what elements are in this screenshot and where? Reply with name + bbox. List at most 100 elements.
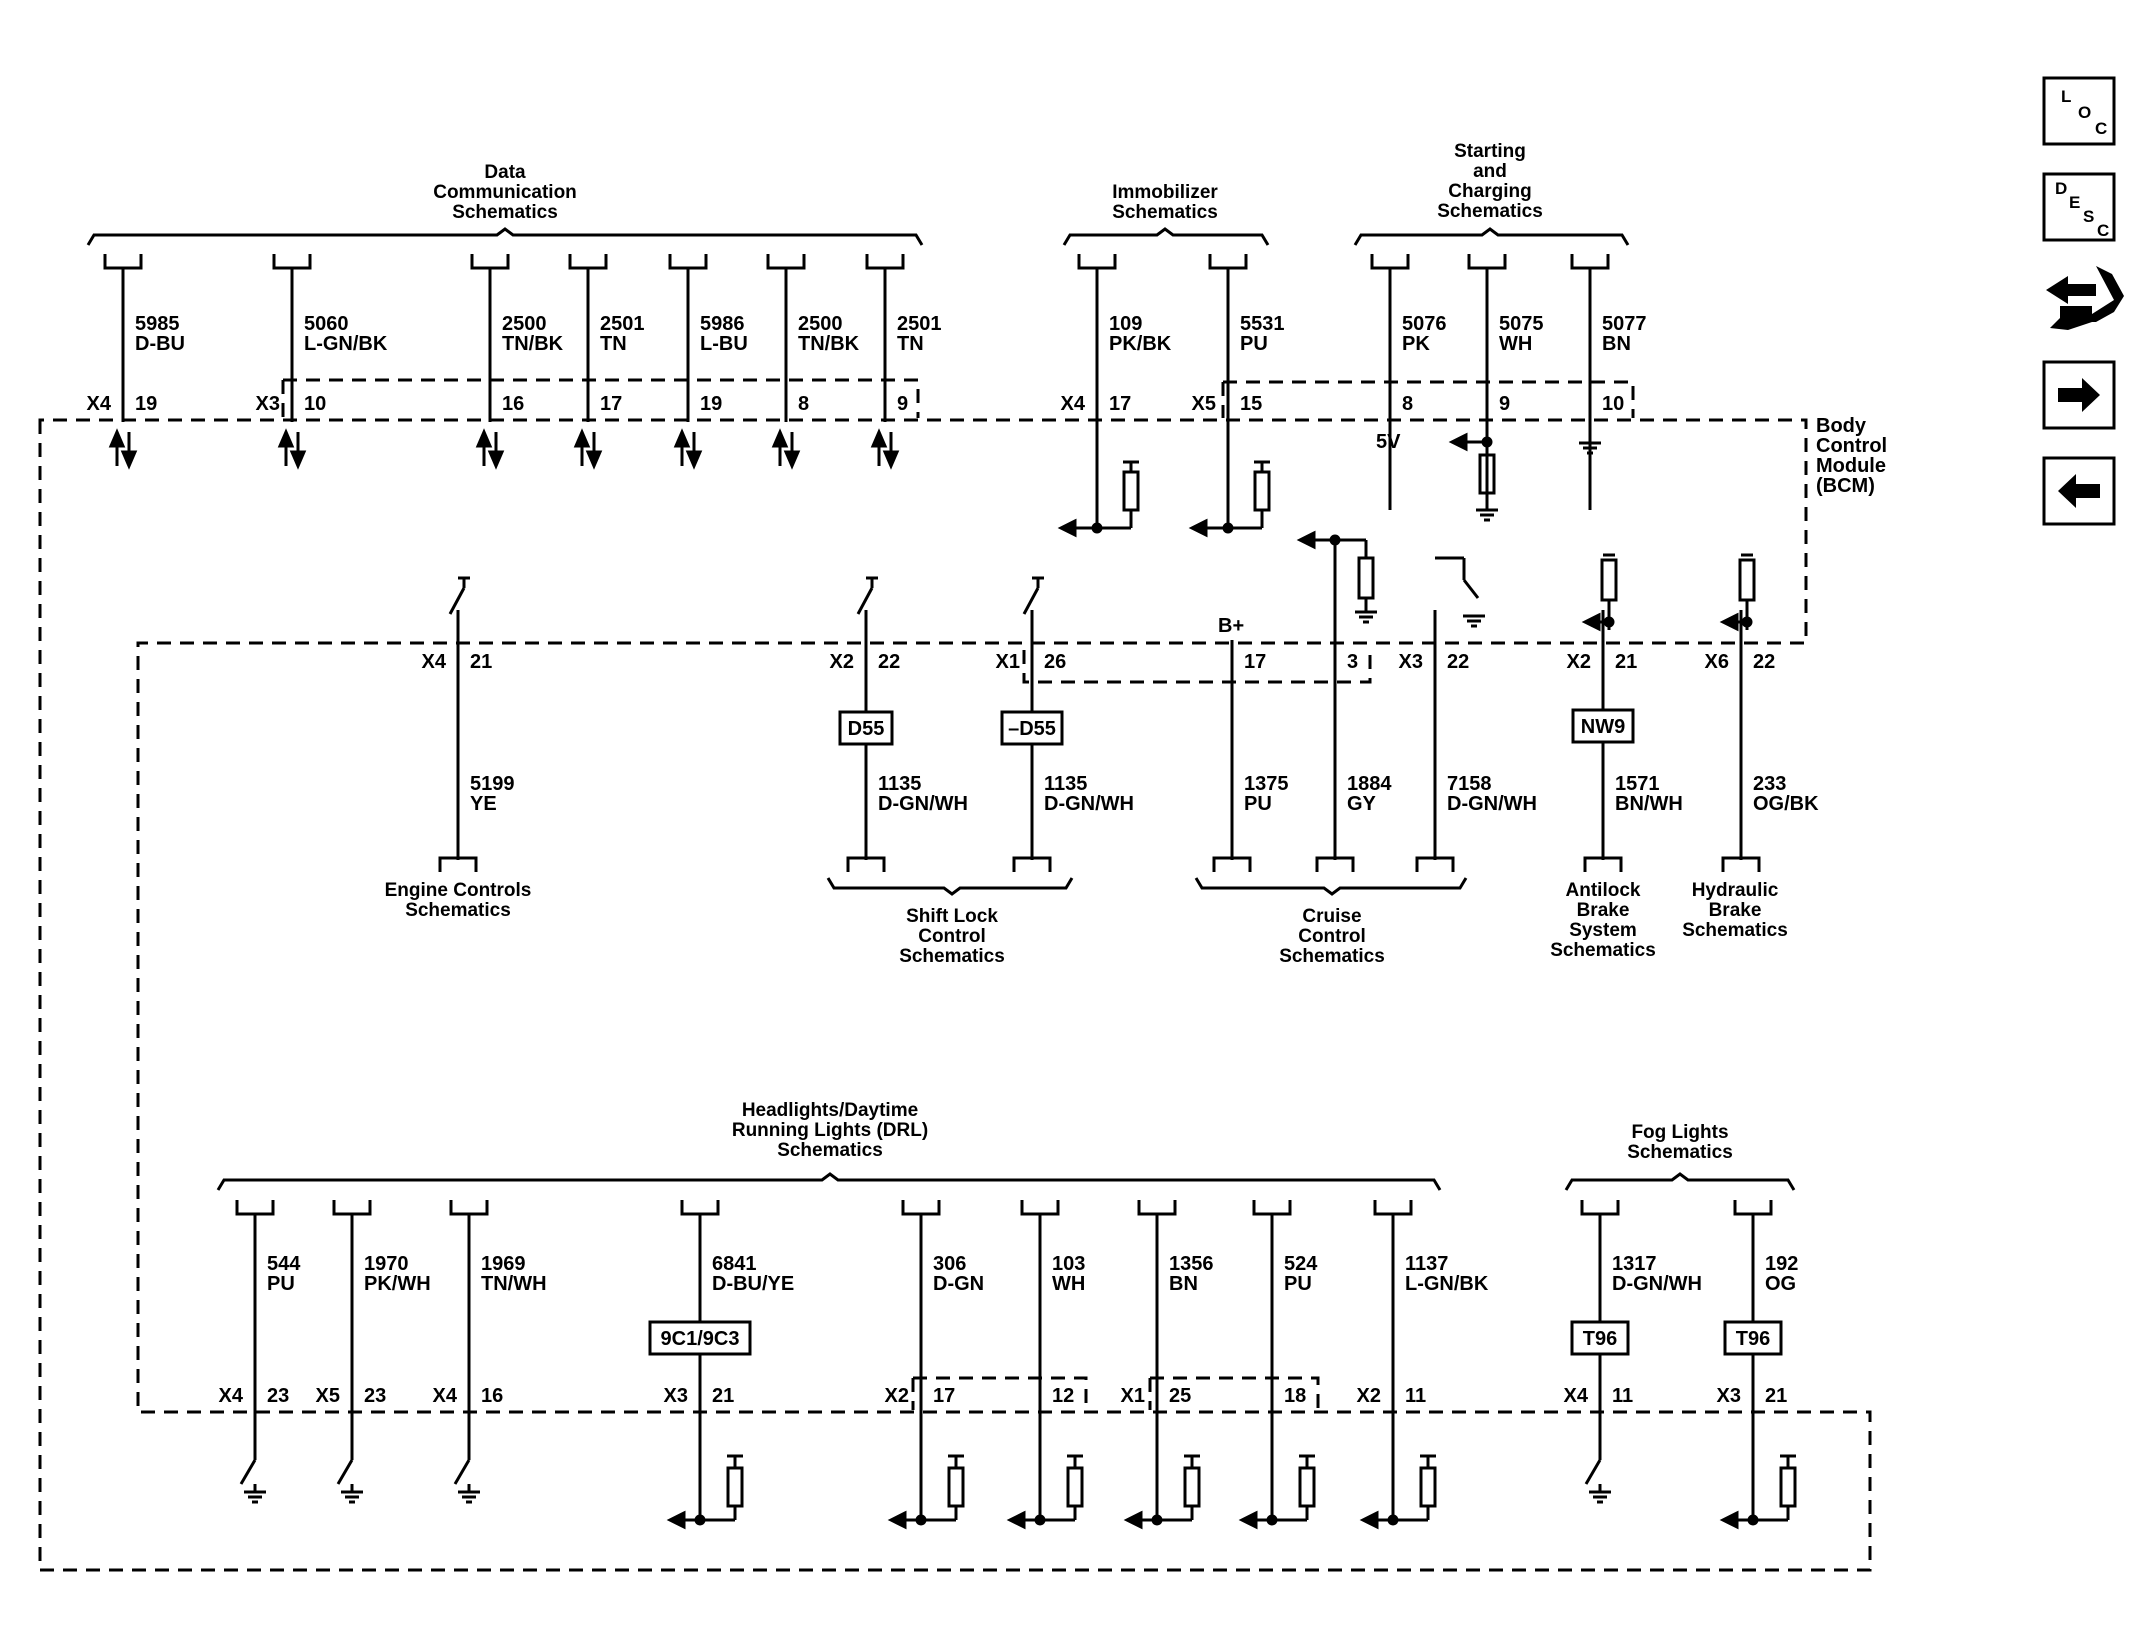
connector-id: X2 [1357,1385,1381,1407]
pin-number: 16 [481,1385,503,1407]
back-button[interactable] [2042,456,2116,526]
resistor [1779,1466,1797,1508]
connector-cup [1020,1200,1060,1216]
pin-number: 17 [600,393,622,415]
next-button[interactable] [2042,360,2116,430]
pin-number: 10 [1602,393,1624,415]
pin-number: 9 [897,393,908,415]
junction-dot [1091,522,1103,534]
group-bracket [1353,227,1630,246]
connector-cup [1208,254,1248,270]
resistor [1122,470,1140,512]
group-bracket [1194,877,1468,896]
switch-blade [336,1459,354,1485]
arrow-head [1448,432,1468,452]
pin-number: 21 [712,1385,734,1407]
pin-number: 8 [1402,393,1413,415]
pin-number: 17 [1109,393,1131,415]
data-arrow-down [882,450,900,470]
pin-number: 22 [1447,651,1469,673]
junction-dot [1151,1514,1163,1526]
connector-id: X3 [1717,1385,1741,1407]
connector-cup [1137,1200,1177,1216]
arrow-head [1359,1510,1379,1530]
connector-id: X5 [316,1385,340,1407]
connector-housing [1148,1376,1320,1410]
connector-id: X3 [664,1385,688,1407]
connector-id: X2 [1567,651,1591,673]
arrow-head [1719,1510,1739,1530]
pin-number: 17 [1244,651,1266,673]
switch-blade [856,587,874,615]
loc-button[interactable]: LOC [2042,76,2116,146]
connector-id: X4 [422,651,447,673]
connector-housing [911,1376,1088,1410]
desc-letter: S [2083,207,2094,226]
group-bracket [1564,1172,1796,1191]
resistor [1183,1466,1201,1508]
group-bracket [216,1172,1442,1191]
wrench-arrows-shape [2046,266,2124,330]
connector-cup [680,1200,720,1216]
desc-letter: C [2097,221,2109,240]
pin-number: 23 [267,1385,289,1407]
option-nw9-label: NW9 [1581,716,1625,738]
switch-blade [1584,1459,1602,1485]
connector-cup [766,254,806,270]
arrow-head [1581,612,1601,632]
connector-cup [1252,1200,1292,1216]
pin-number: 25 [1169,1385,1191,1407]
connector-cup [1373,1200,1413,1216]
switch-blade [239,1459,257,1485]
data-arrow-up [771,428,789,448]
pin-number: 9 [1499,393,1510,415]
arrow-head [1238,1510,1258,1530]
arrow-right-icon [2058,378,2100,412]
junction-dot [1222,522,1234,534]
connector-housing [281,378,920,418]
connector-cup [235,1200,275,1216]
connector-cup [901,1200,941,1216]
connector-cup [1570,254,1610,270]
connector-id: X4 [87,393,112,415]
connector-cup [846,856,886,872]
connector-cup [332,1200,372,1216]
connector-cup [1467,254,1507,270]
junction-dot [1747,1514,1759,1526]
arrow-head [666,1510,686,1530]
pin-number: 21 [470,651,492,673]
data-arrow-up [673,428,691,448]
group-bracket [826,877,1074,896]
resistor [1253,470,1271,512]
option-t96-b-label: T96 [1736,1328,1770,1350]
switch-blade [1462,579,1480,599]
junction-dot [1329,534,1341,546]
connector-id: X2 [830,651,854,673]
pin-number: 10 [304,393,326,415]
tools-icon[interactable] [2046,266,2124,330]
desc-letter: D [2055,179,2067,198]
data-arrow-down [120,450,138,470]
connector-id: X1 [1121,1385,1145,1407]
connector-housing [1221,380,1635,418]
connector-cup [1212,856,1252,872]
arrow-head [887,1510,907,1530]
